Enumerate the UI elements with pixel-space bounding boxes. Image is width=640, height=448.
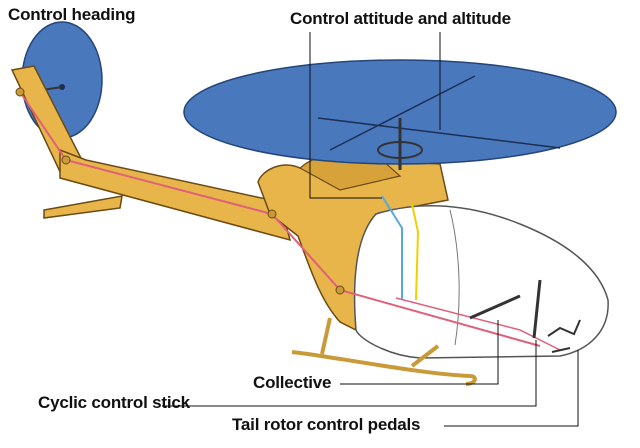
rotor-blade-2 (317, 117, 561, 149)
tail-boom (59, 148, 292, 242)
cyclic-control-line-blue (381, 195, 403, 300)
collective-control-line-yellow (411, 203, 420, 301)
label-collective: Collective (253, 373, 332, 392)
landing-skid (291, 350, 477, 386)
leader-attitude-altitude (309, 32, 441, 199)
pedal-assembly (547, 319, 581, 353)
joint-boom (61, 155, 71, 165)
joint-lower (335, 285, 345, 295)
joint-tail (15, 87, 25, 97)
joint-mid (267, 209, 277, 219)
skid-strut-rear (320, 317, 332, 355)
swashplate (377, 141, 423, 159)
skid-strut-front (410, 344, 440, 368)
cockpit-control-line-pink (395, 297, 561, 351)
rotor-blade-1 (329, 75, 476, 151)
leader-pedals (444, 350, 579, 427)
leader-cyclic (162, 340, 537, 407)
label-control-heading: Control heading (8, 5, 136, 24)
leader-collective (340, 320, 499, 385)
label-cyclic-control-stick: Cyclic control stick (38, 393, 190, 412)
tail-stabilizer (43, 195, 123, 219)
label-tail-rotor-control-pedals: Tail rotor control pedals (232, 415, 421, 434)
label-control-attitude-altitude: Control attitude and altitude (290, 9, 511, 28)
cabin-door-frame (449, 209, 460, 346)
collective-lever (469, 294, 521, 320)
cabin-canopy (353, 204, 609, 359)
cyclic-stick (532, 279, 542, 339)
